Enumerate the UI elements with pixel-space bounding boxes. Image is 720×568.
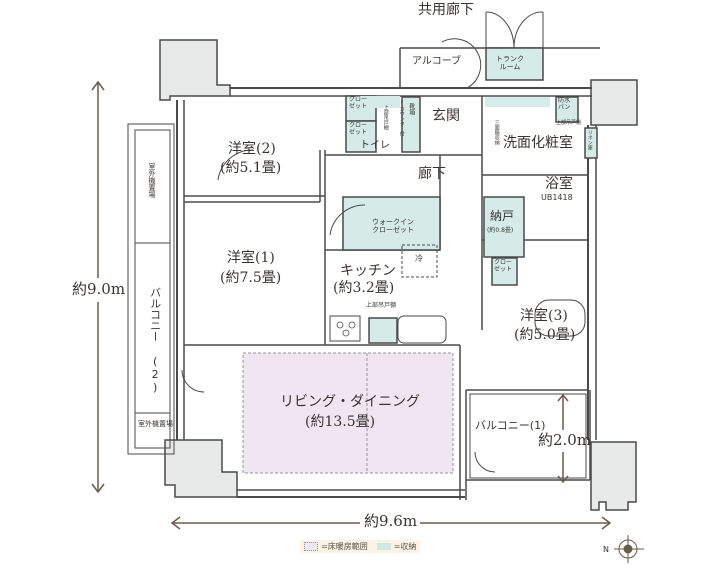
- living-dining-size: (約13.5畳): [305, 414, 376, 430]
- living-dining-label: リビング・ダイニング: [280, 394, 420, 410]
- closet-c-label: クロー ゼット: [494, 259, 513, 273]
- upper-cabinet-kitchen-label: 上部吊戸棚: [366, 302, 397, 309]
- linen-fill: [584, 127, 598, 159]
- upper-cabinet-toilet-label: 上部吊戸棚: [382, 105, 389, 130]
- toilet-label: トイレ: [360, 140, 390, 151]
- compass-rose: [614, 535, 644, 563]
- shoe-box-label: 靴箱: [407, 103, 415, 115]
- legend: =床暖房範囲 =収納: [300, 540, 421, 553]
- storeroom-size: (約0.8畳): [487, 227, 514, 234]
- bathtub: [534, 299, 586, 337]
- western-room-2-label: 洋室(2): [228, 141, 276, 157]
- western-room-1-size: (約7.5畳): [220, 270, 282, 286]
- shoe-box-fill: [401, 96, 421, 153]
- storeroom-fill: [483, 196, 525, 258]
- fridge-label: 冷: [415, 254, 423, 263]
- closet-c-fill: [491, 257, 518, 286]
- wash-counter-fill: [485, 97, 550, 107]
- western-room-1-label: 洋室(1): [227, 250, 275, 266]
- stove: [329, 315, 361, 342]
- balcony-2-outline: [127, 123, 175, 455]
- corridor-label: 廊下: [418, 166, 446, 182]
- western-room-3-size: (約5.0畳): [514, 327, 576, 343]
- storeroom-label: 納戸: [490, 209, 515, 223]
- western-room-3-label: 洋室(3): [520, 308, 568, 324]
- height-dimension: 約9.0m: [72, 280, 126, 298]
- balcony-1-outline: [469, 393, 587, 479]
- balcony-depth-dimension: 約2.0m: [538, 431, 592, 449]
- kitchen-sink: [397, 315, 447, 344]
- width-dimension: 約9.6m: [364, 512, 418, 530]
- balcony-1-label: バルコニー(1): [475, 419, 546, 432]
- entrance-label: 玄関: [432, 108, 460, 124]
- ac-unit-top-label: 室外機置場: [148, 163, 157, 198]
- triple-mirror-label: 三面鏡収納: [493, 120, 500, 145]
- balcony-2-label: バルコニー (2): [148, 287, 162, 394]
- closet-a-label: クロー ゼット: [349, 96, 368, 110]
- shoe-box-note: (カウンター付): [398, 100, 405, 142]
- washroom-label: 洗面化粧室: [503, 135, 573, 151]
- ac-unit-bottom-label: 室外機置場: [138, 420, 173, 428]
- structural-column-bottom-left: [164, 439, 238, 498]
- waterproof-pan-label: 防水 パン: [558, 97, 571, 111]
- linen-label: リネン庫: [586, 130, 593, 150]
- western-room-2-size: (約5.1畳): [220, 160, 282, 176]
- structural-column-top-left: [159, 39, 231, 101]
- fridge-space: [401, 244, 438, 278]
- legend-storage: =収納: [393, 542, 417, 551]
- storage-swatch: [376, 543, 391, 550]
- closet-b-fill: [345, 120, 377, 153]
- trunk-room-label: トランク ルーム: [496, 55, 524, 72]
- walkin-closet-label: ウォークイン クローゼット: [372, 218, 414, 235]
- upper-cabinet-wash-label: 上部吊戸棚: [556, 120, 582, 126]
- compass-north-label: N: [603, 545, 609, 554]
- floor-heating-swatch: [304, 542, 318, 551]
- bathroom-label: 浴室: [545, 176, 573, 192]
- closet-b-label: クロー ゼット: [349, 122, 368, 136]
- kitchen-cabinet-fill: [368, 317, 398, 344]
- bathroom-unit-label: UB1418: [541, 193, 573, 202]
- kitchen-size: (約3.2畳): [333, 280, 395, 296]
- common-corridor-label: 共用廊下: [418, 2, 474, 18]
- floor-heating-area: [242, 352, 454, 474]
- toilet-tank-fill: [356, 96, 400, 108]
- alcove-label: アルコーブ: [412, 56, 462, 67]
- legend-floor-heating: =床暖房範囲: [321, 542, 368, 551]
- waterproof-pan-fill: [555, 96, 579, 123]
- kitchen-label: キッチン: [340, 263, 396, 279]
- structural-column-top-right: [590, 79, 638, 126]
- structural-column-bottom-right: [590, 441, 637, 511]
